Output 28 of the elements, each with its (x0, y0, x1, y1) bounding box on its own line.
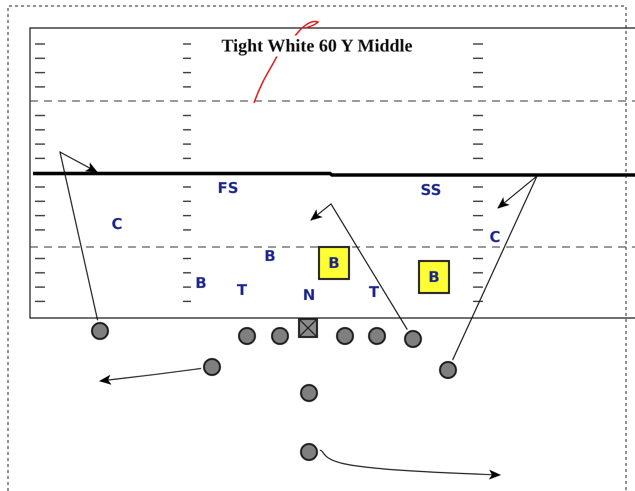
player-circle (271, 327, 289, 345)
route-arrow (320, 450, 501, 480)
linebacker-box: B (418, 260, 450, 294)
player-circle (336, 327, 354, 345)
route-arrow (99, 368, 202, 385)
player-circle (238, 327, 256, 345)
defender-label: T (368, 283, 380, 301)
player-circle (91, 322, 109, 340)
player-circle (404, 330, 422, 348)
defender-label: B (195, 274, 207, 292)
defender-label: T (236, 281, 248, 299)
center-square (298, 318, 318, 338)
defender-label: B (264, 247, 276, 265)
player-circle (439, 361, 457, 379)
player-circle (203, 358, 221, 376)
player-circle (300, 443, 318, 461)
play-title: Tight White 60 Y Middle (219, 36, 415, 56)
route-arrow (59, 150, 98, 320)
defender-label: FS (217, 179, 239, 197)
route-arrow (310, 203, 408, 330)
route-arrow (452, 175, 538, 360)
player-circle (368, 327, 386, 345)
defender-label: C (112, 215, 122, 233)
defender-label: C (490, 228, 500, 246)
player-circle (300, 384, 318, 402)
defender-label: N (302, 286, 316, 304)
defender-label: SS (420, 181, 442, 199)
linebacker-box: B (318, 246, 350, 280)
